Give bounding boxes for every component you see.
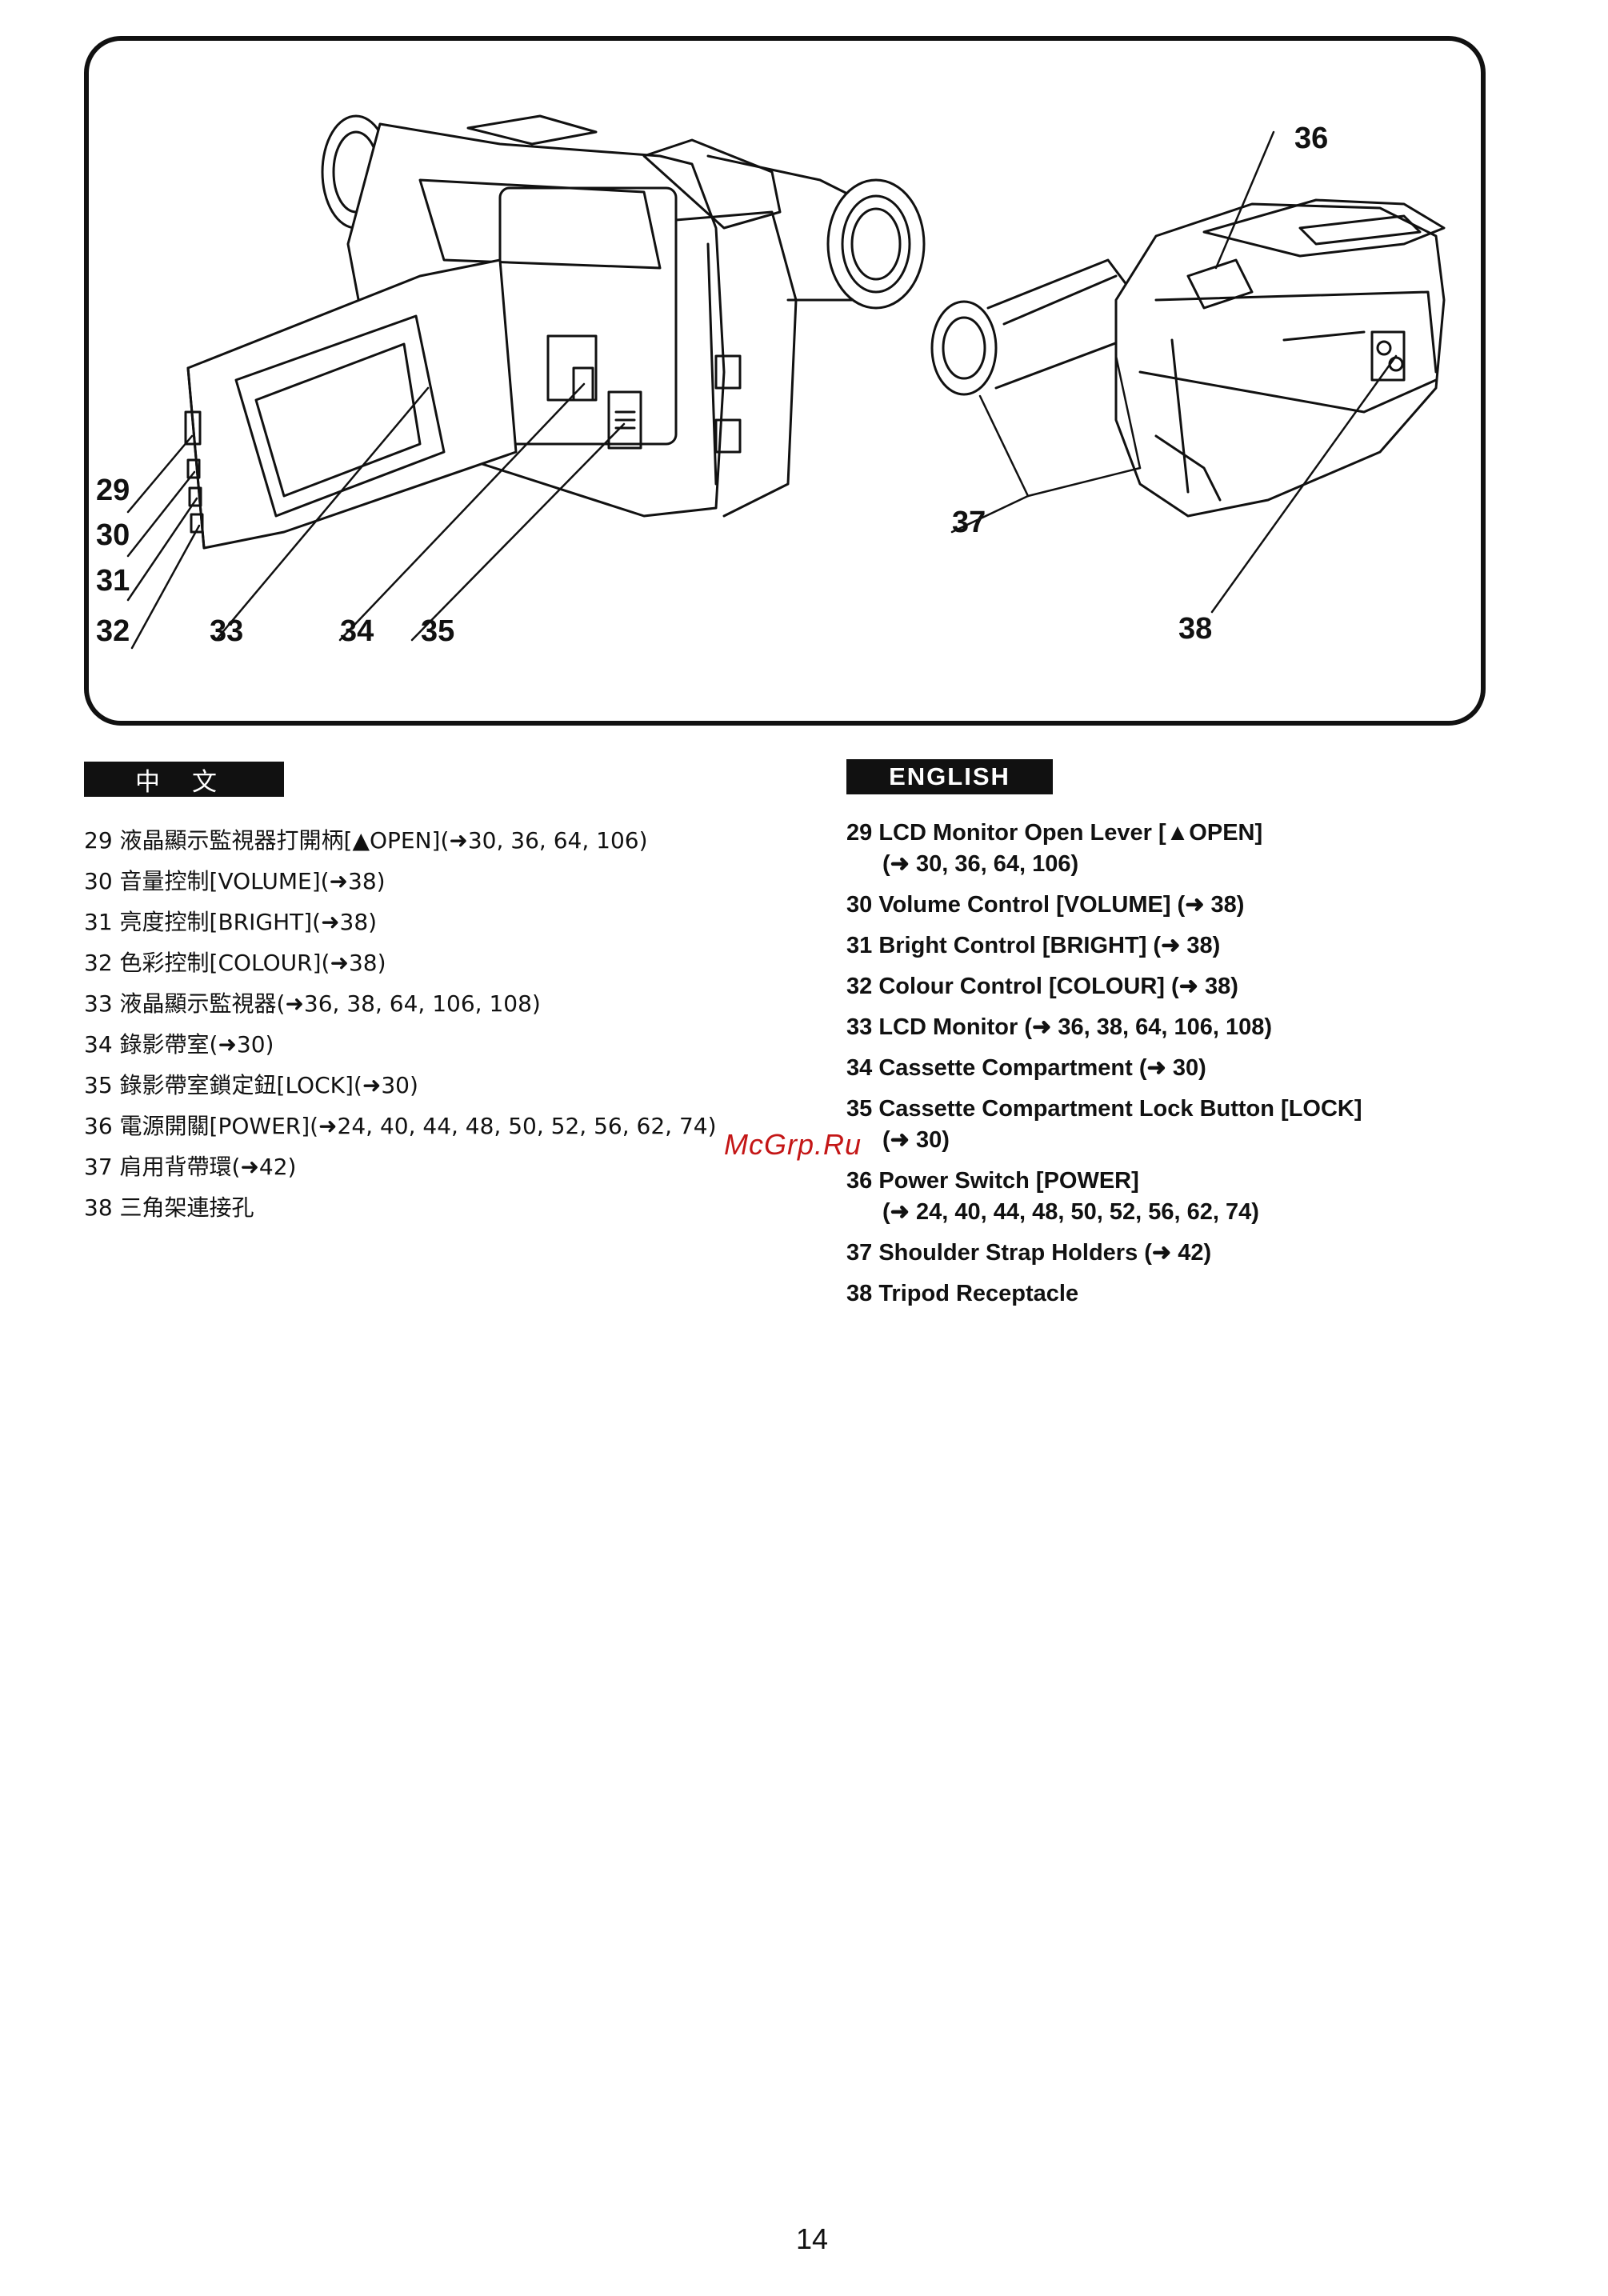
list-item: 30 Volume Control [VOLUME] (➜ 38) (846, 890, 1486, 921)
list-item: 37 肩用背帶環(➜42) (84, 1154, 297, 1180)
page-number: 14 (796, 2222, 829, 2255)
english-parts-list: 29 LCD Monitor Open Lever [▲OPEN] (➜ 30, … (846, 818, 1486, 1319)
item-text: 30 Volume Control [VOLUME] (➜ 38) (846, 892, 1245, 918)
english-section-header: ENGLISH (846, 759, 1053, 794)
list-item: 31 Bright Control [BRIGHT] (➜ 38) (846, 930, 1486, 962)
callout-34: 34 (340, 614, 374, 648)
item-continuation: (➜ 30, 36, 64, 106) (882, 851, 1079, 877)
callout-35: 35 (421, 614, 455, 648)
list-item: 38 三角架連接孔 (84, 1194, 254, 1221)
item-text: 36 Power Switch [POWER] (846, 1168, 1139, 1194)
leader-lines (126, 130, 1398, 650)
list-item: 29 液晶顯示監視器打開柄[▲OPEN](➜30, 36, 64, 106) (84, 827, 648, 854)
callout-32: 32 (96, 614, 130, 648)
item-text: 37 Shoulder Strap Holders (➜ 42) (846, 1240, 1212, 1266)
item-text: 33 LCD Monitor (➜ 36, 38, 64, 106, 108) (846, 1014, 1272, 1040)
list-item: 38 Tripod Receptacle (846, 1278, 1486, 1310)
callout-33: 33 (210, 614, 244, 648)
list-item: 34 錄影帶室(➜30) (84, 1031, 274, 1058)
callout-31: 31 (96, 564, 130, 598)
camcorder-left-drawing (184, 114, 926, 550)
list-item: 29 LCD Monitor Open Lever [▲OPEN] (➜ 30, … (846, 818, 1486, 880)
item-text: 38 Tripod Receptacle (846, 1281, 1079, 1306)
list-item: 32 Colour Control [COLOUR] (➜ 38) (846, 971, 1486, 1002)
camcorder-illustration (126, 114, 1446, 650)
callout-37: 37 (952, 506, 986, 539)
callout-30: 30 (96, 518, 130, 552)
item-text: 35 Cassette Compartment Lock Button [LOC… (846, 1096, 1362, 1122)
item-continuation: (➜ 24, 40, 44, 48, 50, 52, 56, 62, 74) (882, 1199, 1259, 1225)
chinese-section-header: 中文 (84, 762, 284, 797)
list-item: 35 錄影帶室鎖定鈕[LOCK](➜30) (84, 1072, 418, 1098)
callout-36: 36 (1294, 122, 1329, 155)
list-item: 33 LCD Monitor (➜ 36, 38, 64, 106, 108) (846, 1012, 1486, 1043)
watermark: McGrp.Ru (724, 1128, 862, 1161)
list-item: 34 Cassette Compartment (➜ 30) (846, 1053, 1486, 1084)
item-continuation: (➜ 30) (882, 1127, 950, 1153)
list-item: 36 Power Switch [POWER] (➜ 24, 40, 44, 48… (846, 1166, 1486, 1228)
camcorder-right-drawing (930, 198, 1446, 518)
chinese-parts-list: 29 液晶顯示監視器打開柄[▲OPEN](➜30, 36, 64, 106) 3… (84, 820, 804, 1228)
callout-38: 38 (1178, 612, 1213, 646)
item-text: 34 Cassette Compartment (➜ 30) (846, 1055, 1206, 1081)
list-item: 37 Shoulder Strap Holders (➜ 42) (846, 1238, 1486, 1269)
list-item: 30 音量控制[VOLUME](➜38) (84, 868, 386, 894)
item-text: 32 Colour Control [COLOUR] (➜ 38) (846, 974, 1238, 999)
callout-29: 29 (96, 474, 130, 507)
list-item: 33 液晶顯示監視器(➜36, 38, 64, 106, 108) (84, 990, 541, 1017)
item-text: 31 Bright Control [BRIGHT] (➜ 38) (846, 933, 1221, 958)
item-text: 29 LCD Monitor Open Lever [▲OPEN] (846, 820, 1263, 846)
list-item: 31 亮度控制[BRIGHT](➜38) (84, 909, 378, 935)
list-item: 35 Cassette Compartment Lock Button [LOC… (846, 1094, 1486, 1156)
list-item: 36 電源開關[POWER](➜24, 40, 44, 48, 50, 52, … (84, 1113, 717, 1139)
list-item: 32 色彩控制[COLOUR](➜38) (84, 950, 386, 976)
